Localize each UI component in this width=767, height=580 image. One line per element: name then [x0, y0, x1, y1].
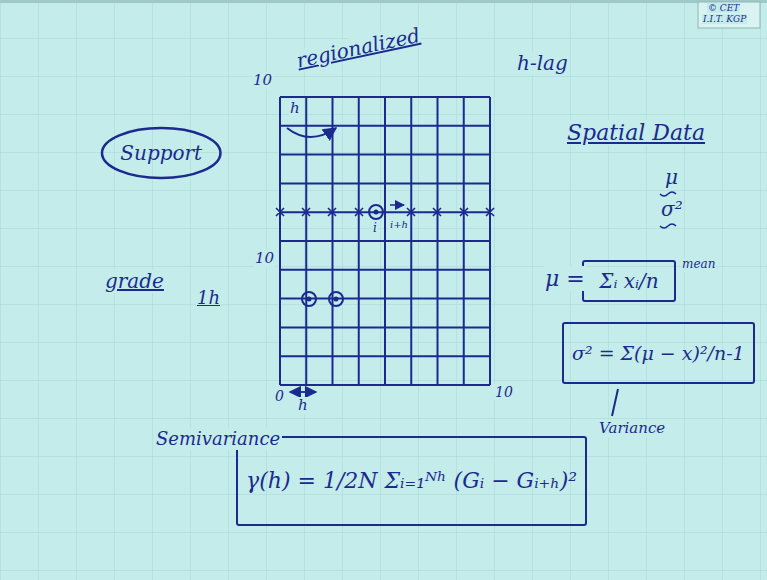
symbol: μ: [664, 166, 679, 189]
note: 1h: [196, 288, 221, 309]
point-label: i+h: [389, 219, 409, 231]
tilde-mark: [660, 224, 676, 228]
axis-number: 10: [252, 72, 273, 89]
board-edge: [0, 0, 767, 3]
note: h-lag: [516, 52, 569, 75]
lag-step-arrow: [390, 204, 404, 206]
lag-label: h: [297, 397, 309, 414]
formula-text: γ(h) = 1/2N Σᵢ₌₁ᴺʰ (Gᵢ − Gᵢ₊ₕ)²: [246, 468, 577, 494]
sample-point: [369, 205, 383, 219]
variance-formula-box: σ² = Σ(μ − x)²/n-1: [562, 322, 755, 384]
sample-point: [302, 292, 316, 306]
mean-formula-box: Σᵢ xᵢ/n: [582, 260, 676, 302]
sample-dot: [334, 297, 339, 302]
axis-number: 0: [274, 388, 285, 404]
note: grade: [104, 270, 165, 293]
formula-text: σ² = Σ(μ − x)²/n-1: [572, 342, 745, 365]
note: mean: [681, 258, 716, 272]
watermark: I.I.T. KGP: [702, 14, 747, 24]
circled-term: Support: [100, 126, 222, 180]
sample-dot: [307, 297, 312, 302]
formula-text: Support: [120, 141, 202, 165]
lag-dimension: [290, 391, 316, 393]
point-label: i: [372, 222, 378, 236]
semivariance-formula-box: Semivarianceγ(h) = 1/2N Σᵢ₌₁ᴺʰ (Gᵢ − Gᵢ₊…: [236, 436, 587, 526]
symbol: σ²: [660, 198, 684, 221]
box-heading: Semivariance: [154, 428, 282, 450]
grid-crosses: [276, 208, 494, 216]
heading-note: regionalized: [294, 24, 423, 73]
tilde-mark: [660, 192, 676, 196]
lag-arrow: [287, 128, 336, 137]
lag-label: h: [289, 100, 301, 117]
formula-text: Σᵢ xᵢ/n: [599, 269, 658, 293]
sample-dot: [374, 210, 379, 215]
heading-note: Spatial Data: [566, 120, 706, 145]
sample-grid: [280, 97, 490, 385]
watermark: © CET: [707, 3, 740, 13]
watermark-box: [698, 2, 760, 28]
axis-number: 10: [254, 250, 275, 267]
callout: Variance: [598, 420, 666, 437]
formula-term: μ =: [544, 266, 586, 291]
leader-line: [612, 389, 618, 416]
sample-point: [329, 292, 343, 306]
axis-number: 10: [494, 384, 514, 400]
circle-outline: [102, 128, 220, 178]
